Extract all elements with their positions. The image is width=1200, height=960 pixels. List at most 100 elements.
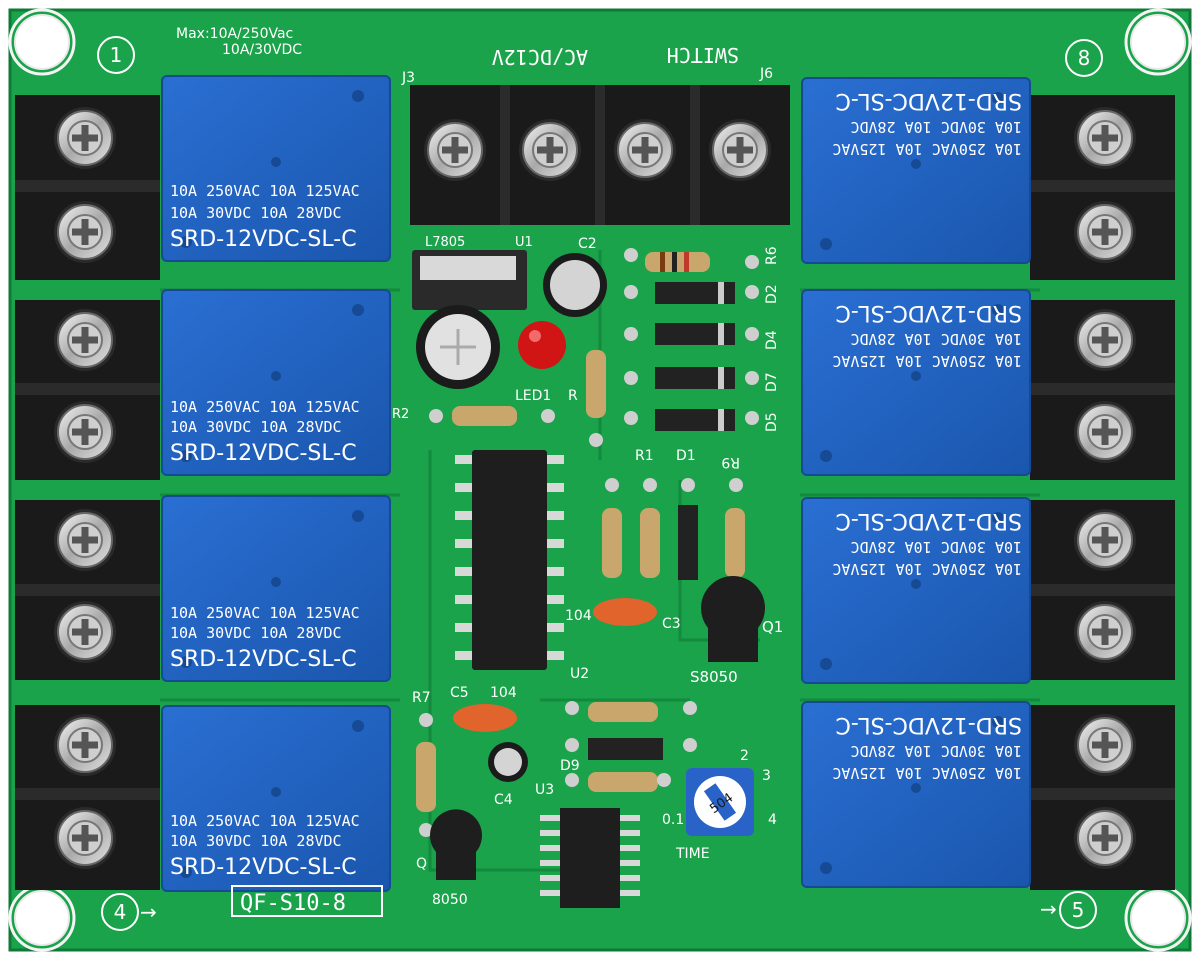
left-relay-3-text: 10A 250VAC 10A 125VAC 10A 30VDC 10A 28VD… [170, 604, 360, 672]
connector-j3-label: J3 [401, 70, 415, 86]
capacitor-large [416, 305, 500, 389]
arrow-right-icon: → [1040, 897, 1057, 921]
relay-rating-line2: 10A 30VDC 10A 28VDC [170, 418, 342, 436]
svg-text:5: 5 [1072, 898, 1085, 922]
u3-label: U3 [535, 782, 554, 798]
c4-label: C4 [494, 792, 513, 808]
right-relay-3-text: 10A 250VAC 10A 125VAC 10A 30VDC 10A 28VD… [832, 508, 1022, 578]
relay-model: SRD-12VDC-SL-C [170, 855, 357, 880]
relay-rating-line1: 10A 250VAC 10A 125VAC [170, 604, 360, 622]
svg-text:D7: D7 [764, 372, 780, 392]
top-terminal-block [410, 85, 790, 225]
mounting-holes [14, 14, 1186, 946]
relay-model: SRD-12VDC-SL-C [835, 508, 1022, 533]
s8050-label: S8050 [690, 668, 738, 686]
relay-model: SRD-12VDC-SL-C [835, 712, 1022, 737]
ceramic-cap-c5: C5 104 [450, 685, 517, 732]
left-relay-4-text: 10A 250VAC 10A 125VAC 10A 30VDC 10A 28VD… [170, 812, 360, 880]
channel-5-marker: → 5 [1040, 891, 1097, 929]
time-potentiometer[interactable]: 2 3 4 0.1 504 TIME [662, 748, 777, 862]
max-rating-line1: Max:10A/250Vac [176, 26, 293, 42]
pot-label-2: 2 [740, 748, 749, 764]
power-label: AC/DC12V [492, 45, 588, 69]
r9-label: R9 [721, 454, 740, 470]
svg-text:D5: D5 [764, 412, 780, 432]
lower-components: R7 C4 U3 D9 [412, 690, 697, 837]
r1-label: R1 [635, 448, 654, 464]
c2-label: C2 [578, 236, 597, 252]
right-relay-4-text: 10A 250VAC 10A 125VAC 10A 30VDC 10A 28VD… [832, 712, 1022, 782]
right-relay-1-text: 10A 250VAC 10A 125VAC 10A 30VDC 10A 28VD… [832, 88, 1022, 158]
svg-text:R6: R6 [764, 246, 780, 265]
r-label: R [568, 388, 578, 404]
q1-label: Q1 [762, 618, 783, 636]
relay-rating-line1: 10A 250VAC 10A 125VAC [170, 812, 360, 830]
pot-label-01: 0.1 [662, 812, 684, 828]
d9-label: D9 [560, 758, 580, 774]
relay-rating-line2: 10A 30VDC 10A 28VDC [850, 742, 1022, 760]
svg-text:4: 4 [114, 900, 127, 924]
left-relay-1-text: 10A 250VAC 10A 125VAC 10A 30VDC 10A 28VD… [170, 182, 360, 252]
transistor-q: Q 8050 [416, 809, 483, 908]
u2-label: U2 [570, 666, 589, 682]
ceramic-cap-c3: 104 C3 [565, 598, 681, 632]
r2-label: R2 [392, 407, 409, 422]
right-relay-2-text: 10A 250VAC 10A 125VAC 10A 30VDC 10A 28VD… [832, 300, 1022, 370]
relay-rating-line1: 10A 250VAC 10A 125VAC [832, 764, 1022, 782]
left-terminal-blocks [15, 95, 160, 890]
ic-u3 [540, 808, 640, 908]
channel-8-marker: 8 [1065, 39, 1103, 77]
r7-label: R7 [412, 690, 431, 706]
reg-label: L7805 [425, 235, 465, 250]
voltage-regulator: L7805 U1 [412, 235, 533, 310]
middle-resistors: R1 D1 R9 [602, 448, 745, 580]
arrow-right-icon: → [140, 900, 157, 924]
led1-label: LED1 [515, 388, 551, 404]
relay-rating-line1: 10A 250VAC 10A 125VAC [832, 352, 1022, 370]
capacitor-c2: C2 [543, 236, 607, 317]
d1-label: D1 [676, 448, 696, 464]
svg-text:104: 104 [490, 685, 517, 701]
relay-rating-line2: 10A 30VDC 10A 28VDC [850, 330, 1022, 348]
transistor-q1: Q1 S8050 [690, 576, 783, 686]
svg-text:QF-S10-8: QF-S10-8 [240, 891, 346, 916]
channel-1-marker: 1 [97, 36, 135, 74]
relay-rating-line2: 10A 30VDC 10A 28VDC [850, 538, 1022, 556]
channel-4-marker: 4 → [101, 893, 157, 931]
relay-model: SRD-12VDC-SL-C [170, 227, 357, 252]
relay-rating-line2: 10A 30VDC 10A 28VDC [170, 624, 342, 642]
pot-label-4: 4 [768, 812, 777, 828]
svg-text:1: 1 [110, 43, 123, 67]
u1-label: U1 [515, 235, 533, 250]
discrete-components [429, 248, 759, 447]
c3-label: C3 [662, 616, 681, 632]
svg-text:104: 104 [565, 608, 592, 624]
switch-label: SWITCH [667, 43, 739, 67]
relay-model: SRD-12VDC-SL-C [170, 647, 357, 672]
relay-rating-line1: 10A 250VAC 10A 125VAC [170, 182, 360, 200]
relay-rating-line1: 10A 250VAC 10A 125VAC [832, 560, 1022, 578]
relay-rating-line2: 10A 30VDC 10A 28VDC [850, 118, 1022, 136]
q-label: Q [416, 856, 427, 872]
board-model-label: QF-S10-8 [231, 885, 383, 917]
relay-rating-line1: 10A 250VAC 10A 125VAC [170, 398, 360, 416]
relay-model: SRD-12VDC-SL-C [835, 88, 1022, 113]
svg-text:D4: D4 [764, 330, 780, 350]
right-terminal-blocks [1030, 95, 1175, 890]
connector-j6-label: J6 [759, 66, 773, 82]
relay-rating-line1: 10A 250VAC 10A 125VAC [832, 140, 1022, 158]
relay-rating-line2: 10A 30VDC 10A 28VDC [170, 832, 342, 850]
ic-u2: U2 [455, 450, 589, 682]
svg-text:D2: D2 [764, 284, 780, 304]
pot-label-3: 3 [762, 768, 771, 784]
led1: LED1 R [515, 321, 578, 404]
t8050-label: 8050 [432, 892, 468, 908]
right-side-labels: R6 D2 D4 D7 D5 R2 [392, 246, 780, 432]
left-relay-2-text: 10A 250VAC 10A 125VAC 10A 30VDC 10A 28VD… [170, 398, 360, 466]
c5-label: C5 [450, 685, 469, 701]
time-label: TIME [675, 846, 710, 862]
relay-model: SRD-12VDC-SL-C [170, 441, 357, 466]
relay-rating-line2: 10A 30VDC 10A 28VDC [170, 204, 342, 222]
max-rating-line2: 10A/30VDC [222, 42, 302, 58]
